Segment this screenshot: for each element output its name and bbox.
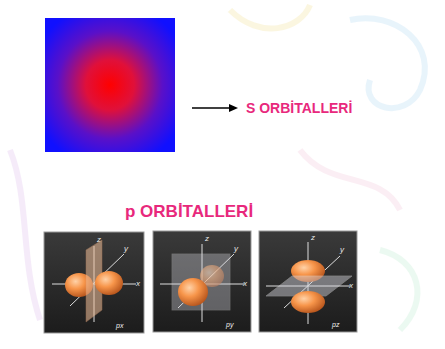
- pz-orbital: [259, 231, 357, 332]
- px-orbital: [44, 232, 144, 333]
- pointer-arrow: [192, 104, 238, 112]
- axis-label: z: [97, 236, 101, 244]
- axis-label: z: [205, 235, 209, 243]
- s-orbital: [45, 18, 175, 152]
- axis-label: y: [340, 246, 344, 254]
- axis-label: y: [234, 245, 238, 253]
- axis-label: x: [243, 280, 247, 288]
- axis-label: x: [136, 280, 140, 288]
- orbital-name: pz: [332, 321, 339, 328]
- axis-label: z: [311, 234, 315, 242]
- orbital-name: py: [226, 321, 233, 328]
- background-swirl: [10, 5, 425, 330]
- orbital-name: px: [116, 322, 123, 329]
- axis-label: y: [124, 245, 128, 253]
- axis-label: x: [349, 282, 353, 290]
- py-orbital: [153, 231, 251, 332]
- heading-text: p ORBİTALLERİ: [125, 203, 253, 220]
- heading-text: S ORBİTALLERİ: [246, 101, 352, 115]
